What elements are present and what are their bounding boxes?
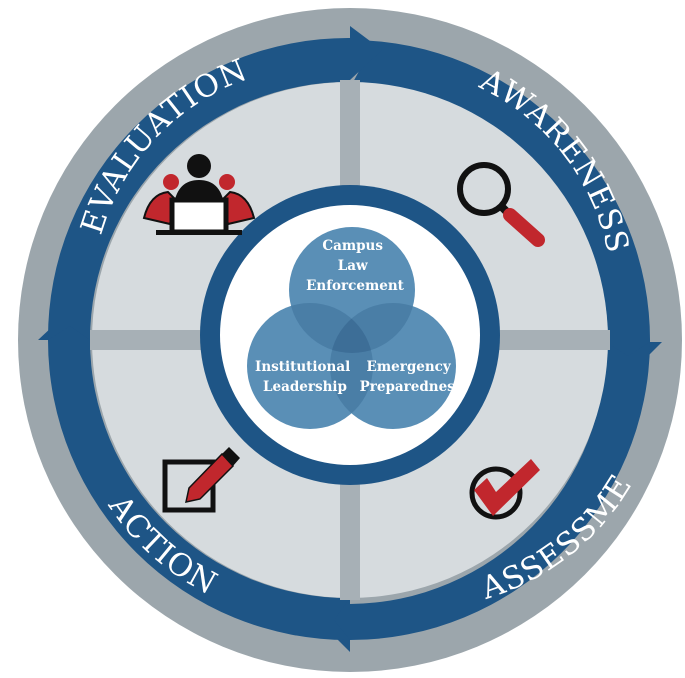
venn-right-line1: Emergency (367, 359, 452, 375)
venn-diagram: Campus Law Enforcement Institutional Lea… (247, 227, 463, 429)
venn-left-line2: Leadership (263, 379, 347, 395)
svg-text:Institutional Leadership: Institutional Leadership (255, 359, 355, 395)
meeting-people-icon (142, 154, 256, 235)
check-mark-icon (469, 459, 540, 520)
arrow-segment-evaluation (47, 26, 382, 340)
arrow-segment-action (38, 312, 350, 641)
cycle-arrows (38, 26, 662, 652)
svg-text:Campus Law Enforce: Campus Law Enforcement (306, 238, 405, 294)
svg-text:Emergency Preparedness: Emergency Preparedness (360, 359, 463, 395)
venn-top-line3: Enforcement (306, 278, 405, 294)
arrow-segment-assessment (322, 342, 650, 652)
magnifying-glass-icon (457, 162, 545, 247)
venn-right-line2: Preparedness (360, 379, 463, 395)
checkbox-pencil-icon (162, 447, 240, 513)
arrow-segment-awareness (352, 40, 662, 372)
venn-overlap-center (330, 303, 373, 353)
venn-left-line1: Institutional (255, 359, 350, 375)
venn-top-line1: Campus (322, 238, 383, 254)
venn-top-line2: Law (338, 258, 368, 274)
